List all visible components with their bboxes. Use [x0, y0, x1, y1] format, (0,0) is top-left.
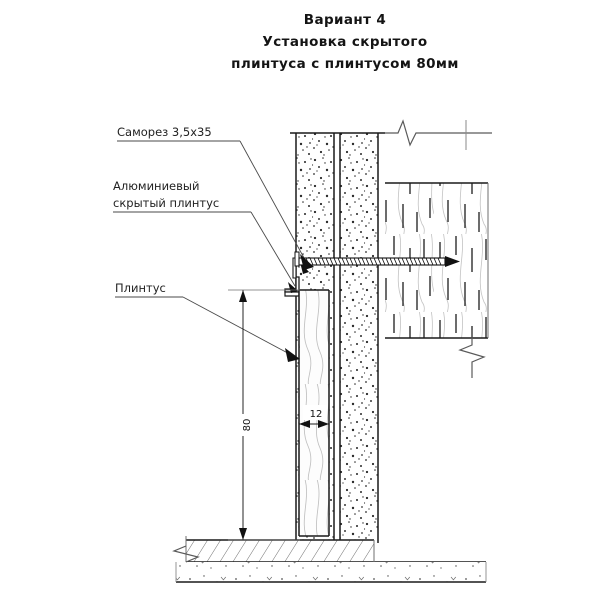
break-symbol-right: [458, 330, 486, 378]
dimension-height-value: 80: [242, 419, 253, 432]
drawing-title: Вариант 4 Установка скрытого плинтуса с …: [231, 12, 459, 72]
dimension-thickness-value: 12: [310, 409, 323, 420]
dimension-height-80: 80: [228, 289, 300, 541]
title-line-3: плинтуса с плинтусом 80мм: [231, 56, 459, 72]
leader-screw-arrowhead: [300, 254, 314, 270]
dimension-thickness-12: 12: [299, 405, 329, 428]
label-plinth: Плинтус: [115, 281, 166, 295]
label-aluminium-line-1: Алюминиевый: [113, 179, 199, 193]
title-line-1: Вариант 4: [304, 12, 386, 28]
label-aluminium-line-2: скрытый плинтус: [113, 196, 219, 210]
leader-screw: [117, 140, 310, 268]
concrete-slab: [175, 562, 487, 583]
title-line-2: Установка скрытого: [262, 34, 427, 50]
break-symbol-bottom-left: [172, 545, 200, 563]
leader-aluminium: [113, 211, 296, 287]
leader-plinth: [115, 296, 298, 359]
break-symbol-top-right: [385, 119, 492, 147]
concrete-wall-column-right: [339, 133, 379, 543]
leader-plinth-arrowhead: [285, 348, 300, 362]
label-screw: Саморез 3,5х35: [117, 125, 212, 139]
